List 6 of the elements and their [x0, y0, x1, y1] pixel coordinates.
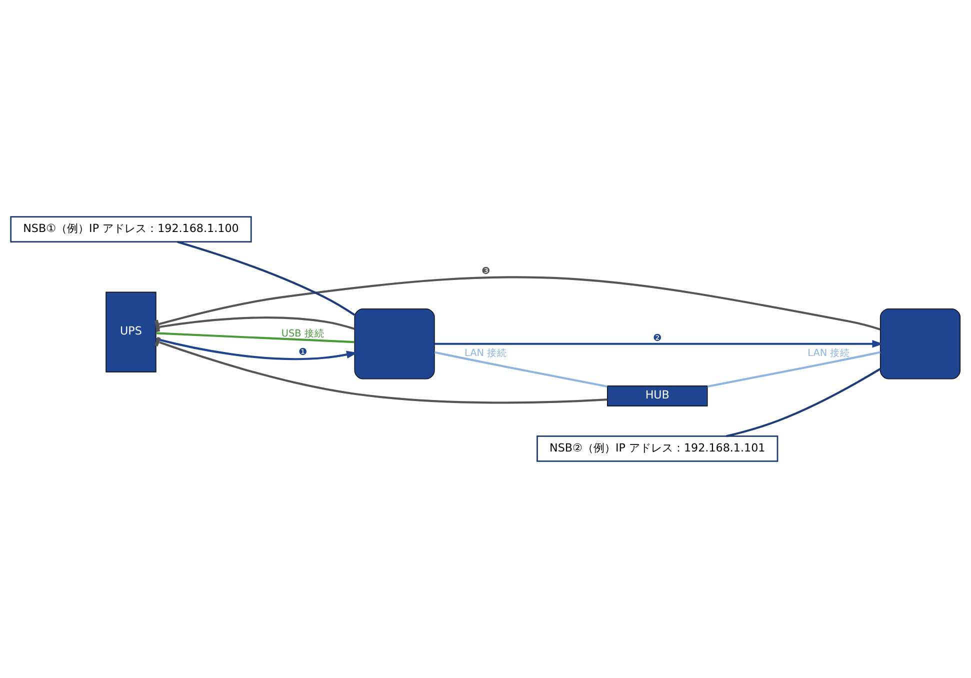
edge-label: LAN 接続: [808, 348, 850, 359]
edge-label: ❷: [653, 333, 662, 344]
edge-label: ❸: [481, 266, 490, 277]
edge-label: USB 接続: [281, 328, 324, 340]
edge-label: ❶: [298, 347, 308, 358]
edge-label: LAN 接続: [464, 348, 508, 359]
